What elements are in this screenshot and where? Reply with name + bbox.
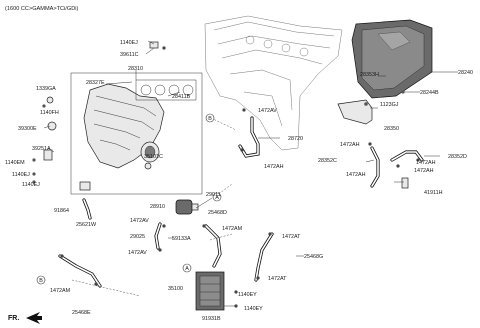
label-28352c: 28352C <box>318 158 337 164</box>
callout-b-bottom: B <box>36 275 46 285</box>
intake-manifold <box>83 83 165 169</box>
label-28353h: 28353H <box>360 72 379 78</box>
label-1472av-c: 1472AV <box>128 250 147 256</box>
label-28411b: 28411B <box>172 94 191 100</box>
label-35101c: 35101C <box>144 154 163 160</box>
svg-text:A: A <box>185 266 189 272</box>
part-39611c <box>149 41 159 49</box>
label-29011: 29011 <box>206 192 221 198</box>
hose-28720 <box>238 116 260 158</box>
hose-25468d <box>204 224 222 268</box>
label-25621w: 25621W <box>76 222 97 228</box>
housing-35100 <box>195 271 225 311</box>
label-1140ey-b: 1140EY <box>244 306 263 312</box>
engine-block-art <box>204 15 343 151</box>
part-35101c <box>144 162 152 170</box>
label-1140fh: 1140FH <box>40 110 59 116</box>
label-1472at-a: 1472AT <box>282 234 301 240</box>
hose-28352c <box>370 146 380 188</box>
label-1472am-a: 1472AM <box>222 226 243 232</box>
hose-28352d <box>390 150 424 162</box>
label-1140ej-c: 1140EJ <box>22 182 40 188</box>
label-1472av-a: 1472AV <box>258 108 277 114</box>
label-1140em: 1140EM <box>5 160 25 166</box>
callout-a-top: A <box>212 192 222 202</box>
label-29025: 29025 <box>130 234 145 240</box>
label-28310: 28310 <box>128 66 143 72</box>
label-1140ej-b: 1140EJ <box>12 172 30 178</box>
label-25468d: 25468D <box>208 210 227 216</box>
label-25468e: 25468E <box>72 310 91 316</box>
label-1140ej-a: 1140EJ <box>120 40 138 46</box>
svg-text:A: A <box>215 195 219 201</box>
hose-25621w <box>82 198 92 220</box>
label-35100: 35100 <box>168 286 183 292</box>
label-1472am-b: 1472AM <box>50 288 71 294</box>
part-41911h <box>401 177 409 189</box>
label-91931b: 91931B <box>202 316 221 322</box>
label-28350: 28350 <box>384 126 399 132</box>
label-39611c: 39611C <box>120 52 139 58</box>
label-28327e: 28327E <box>86 80 105 86</box>
callout-a-bottom: A <box>182 263 192 273</box>
front-direction-indicator: FR. <box>8 312 42 324</box>
label-1140ey-a: 1140EY <box>238 292 257 298</box>
hose-25468e <box>58 254 102 288</box>
label-39251a: 39251A <box>32 146 51 152</box>
part-39251a <box>43 149 53 161</box>
label-28910: 28910 <box>150 204 165 210</box>
label-28720: 28720 <box>288 136 303 142</box>
hose-29025 <box>154 222 162 250</box>
label-1123gj: 1123GJ <box>380 102 399 108</box>
label-1472ah-d: 1472AH <box>414 168 434 174</box>
label-28240: 28240 <box>458 70 473 76</box>
fasteners <box>60 46 420 308</box>
label-25468g: 25468G <box>304 254 323 260</box>
label-1472at-b: 1472AT <box>268 276 287 282</box>
part-39300e <box>47 121 57 131</box>
label-1472ah-b: 1472AH <box>340 142 360 148</box>
label-28244b: 28244B <box>420 90 439 96</box>
label-1472ah-a: 1472AH <box>264 164 284 170</box>
diagram-header: (1600 CC>GAMMA>TCi/GDi) <box>5 6 78 12</box>
label-41911h: 41911H <box>424 190 443 196</box>
hose-25468g <box>254 232 274 282</box>
svg-text:B: B <box>39 278 43 284</box>
intake-manifold-frame <box>70 72 203 195</box>
callout-b-top: B <box>205 113 215 123</box>
label-91864: 91864 <box>54 208 69 214</box>
valve-28910 <box>175 199 199 215</box>
label-1472ah-e: 1472AH <box>346 172 366 178</box>
front-arrow-icon <box>26 312 42 324</box>
bracket-28350 <box>337 99 373 125</box>
label-59133a: 59133A <box>172 236 191 242</box>
front-label: FR. <box>8 315 19 322</box>
label-1339ga: 1339GA <box>36 86 56 92</box>
engine-cover <box>351 19 433 99</box>
svg-text:B: B <box>208 116 212 122</box>
label-1472av-b: 1472AV <box>130 218 149 224</box>
label-39300e: 39300E <box>18 126 37 132</box>
label-1472ah-c: 1472AH <box>416 160 436 166</box>
label-28352d: 28352D <box>448 154 467 160</box>
gasket-28411b <box>135 79 197 101</box>
